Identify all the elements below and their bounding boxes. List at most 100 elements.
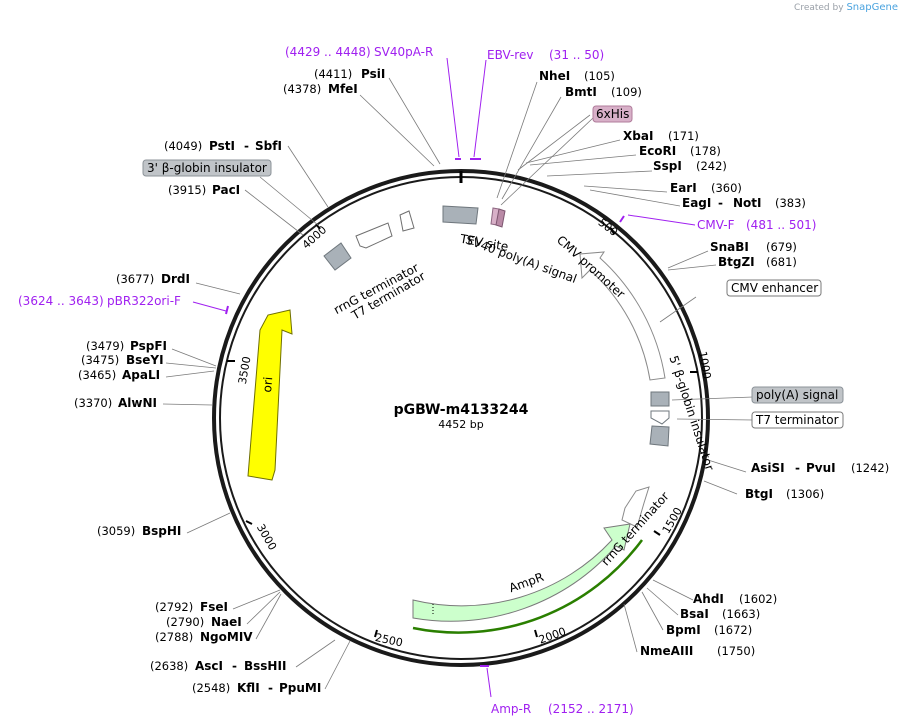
site-bsphi: (3059) BspHI bbox=[97, 524, 181, 538]
site-ngomiv: (2788) NgoMIV bbox=[155, 630, 253, 644]
tick-500: 500 bbox=[596, 216, 621, 239]
site-btgi: BtgI (1306) bbox=[745, 487, 824, 501]
site-btgzi: BtgZI (681) bbox=[718, 255, 797, 269]
primer-cmv-f: CMV-F (481 .. 501) bbox=[619, 214, 816, 232]
primer-pbr322ori-f: (3624 .. 3643) pBR322ori-F bbox=[18, 294, 229, 315]
credit-prefix: Created by bbox=[794, 3, 844, 13]
svg-text:BspHI: BspHI bbox=[142, 524, 181, 538]
svg-text:pBR322ori-F: pBR322ori-F bbox=[107, 294, 181, 308]
svg-text:2500: 2500 bbox=[374, 631, 404, 650]
svg-text:SV40pA-R: SV40pA-R bbox=[374, 45, 433, 59]
ori-label: ori bbox=[260, 376, 275, 393]
svg-text:(4378): (4378) bbox=[283, 82, 321, 96]
svg-text:(383): (383) bbox=[775, 196, 806, 210]
svg-text:SspI: SspI bbox=[653, 159, 682, 173]
svg-text:(3479): (3479) bbox=[86, 339, 124, 353]
svg-text:PpuMI: PpuMI bbox=[279, 681, 321, 695]
label-6xhis: 6xHis bbox=[500, 105, 633, 206]
site-eari: EarI (360) bbox=[670, 181, 742, 195]
ori-feature bbox=[247, 309, 293, 481]
svg-text:SbfI: SbfI bbox=[255, 139, 282, 153]
svg-text:1000: 1000 bbox=[696, 350, 714, 380]
site-ahdi: AhdI (1602) bbox=[693, 592, 777, 606]
plasmid-name: pGBW-m4133244 bbox=[394, 402, 529, 418]
site-kfli-ppumi: (2548) KflI - PpuMI bbox=[192, 681, 321, 695]
polya-feature bbox=[650, 391, 670, 407]
tick-2500: 2500 bbox=[374, 629, 404, 650]
svg-text:EBV-rev: EBV-rev bbox=[487, 48, 533, 62]
svg-text:(2638): (2638) bbox=[150, 659, 188, 673]
site-xbai: XbaI (171) bbox=[623, 129, 699, 143]
svg-text:(2788): (2788) bbox=[155, 630, 193, 644]
svg-text:BmtI: BmtI bbox=[565, 85, 597, 99]
svg-text:XbaI: XbaI bbox=[623, 129, 653, 143]
ampr-feature bbox=[412, 523, 631, 622]
svg-text:-: - bbox=[232, 659, 237, 673]
site-asci-bsshii: (2638) AscI - BssHII bbox=[150, 659, 286, 673]
svg-text:(3475): (3475) bbox=[81, 353, 119, 367]
svg-text:EagI: EagI bbox=[682, 196, 711, 210]
site-bmti: BmtI (109) bbox=[565, 85, 642, 99]
svg-text:PspFI: PspFI bbox=[130, 339, 167, 353]
svg-text:MfeI: MfeI bbox=[328, 82, 358, 96]
svg-text:DrdI: DrdI bbox=[161, 272, 190, 286]
svg-text:(2152 .. 2171): (2152 .. 2171) bbox=[548, 702, 634, 716]
svg-text:SnaBI: SnaBI bbox=[710, 240, 749, 254]
label-t7-terminator: T7 terminator bbox=[676, 411, 844, 429]
t7-terminator-feature bbox=[650, 410, 670, 425]
site-eagi-noti: EagI - NotI (383) bbox=[682, 196, 806, 210]
svg-text:AlwNI: AlwNI bbox=[118, 396, 157, 410]
label-3-globin-insulator: 3' β-globin insulator bbox=[142, 159, 319, 226]
svg-text:poly(A) signal: poly(A) signal bbox=[756, 388, 838, 402]
svg-text:NgoMIV: NgoMIV bbox=[200, 630, 253, 644]
svg-text:(481 .. 501): (481 .. 501) bbox=[746, 218, 816, 232]
site-mfei: (4378) MfeI bbox=[283, 82, 358, 96]
svg-text:(31 .. 50): (31 .. 50) bbox=[549, 48, 604, 62]
svg-text:EarI: EarI bbox=[670, 181, 697, 195]
svg-text:(1242): (1242) bbox=[851, 461, 889, 475]
svg-text:(109): (109) bbox=[611, 85, 642, 99]
svg-text:AscI: AscI bbox=[195, 659, 223, 673]
rrng-arrow-feature bbox=[355, 222, 393, 249]
svg-text:(3465): (3465) bbox=[78, 368, 116, 382]
svg-text:CMV enhancer: CMV enhancer bbox=[731, 281, 818, 295]
rrng-grey-block bbox=[323, 242, 352, 271]
svg-text:EcoRI: EcoRI bbox=[639, 144, 676, 158]
site-psti-sbfi: (4049) PstI - SbfI bbox=[164, 139, 282, 153]
svg-text:(3624 .. 3643): (3624 .. 3643) bbox=[18, 294, 104, 308]
t7-grey-feature bbox=[649, 425, 670, 447]
svg-text:BtgZI: BtgZI bbox=[718, 255, 755, 269]
svg-text:(1602): (1602) bbox=[739, 592, 777, 606]
svg-text:(3370): (3370) bbox=[74, 396, 112, 410]
site-asisi-pvui: AsiSI - PvuI (1242) bbox=[751, 461, 889, 475]
svg-text:NmeAIII: NmeAIII bbox=[640, 644, 693, 658]
svg-text:(3915): (3915) bbox=[168, 183, 206, 197]
svg-text:(1750): (1750) bbox=[717, 644, 755, 658]
svg-text:PstI: PstI bbox=[209, 139, 235, 153]
svg-text:-: - bbox=[244, 139, 249, 153]
snapgene-credit: Created by SnapGene bbox=[794, 2, 898, 13]
site-psii: (4411) PsiI bbox=[314, 67, 385, 81]
site-fsei: (2792) FseI bbox=[155, 600, 228, 614]
svg-text:BpmI: BpmI bbox=[666, 623, 701, 637]
site-snabi: SnaBI (679) bbox=[710, 240, 797, 254]
site-paci: (3915) PacI bbox=[168, 183, 240, 197]
label-polya-signal: poly(A) signal bbox=[671, 386, 844, 404]
t7-arrow-feature bbox=[399, 210, 415, 232]
svg-text:(4429 .. 4448): (4429 .. 4448) bbox=[285, 45, 371, 59]
tick-1000: 1000 bbox=[690, 350, 713, 380]
svg-text:(4049): (4049) bbox=[164, 139, 202, 153]
svg-text:-: - bbox=[268, 681, 273, 695]
site-alwni: (3370) AlwNI bbox=[74, 396, 157, 410]
svg-text:(4411): (4411) bbox=[314, 67, 352, 81]
svg-text:AsiSI: AsiSI bbox=[751, 461, 785, 475]
svg-text:T7 terminator: T7 terminator bbox=[755, 413, 839, 427]
svg-text:KflI: KflI bbox=[237, 681, 260, 695]
site-sspi: SspI (242) bbox=[653, 159, 727, 173]
svg-text:(1306): (1306) bbox=[786, 487, 824, 501]
plasmid-length: 4452 bp bbox=[438, 418, 483, 431]
svg-text:(681): (681) bbox=[766, 255, 797, 269]
sv40-polya-feature bbox=[442, 205, 479, 225]
svg-text:-: - bbox=[718, 196, 723, 210]
